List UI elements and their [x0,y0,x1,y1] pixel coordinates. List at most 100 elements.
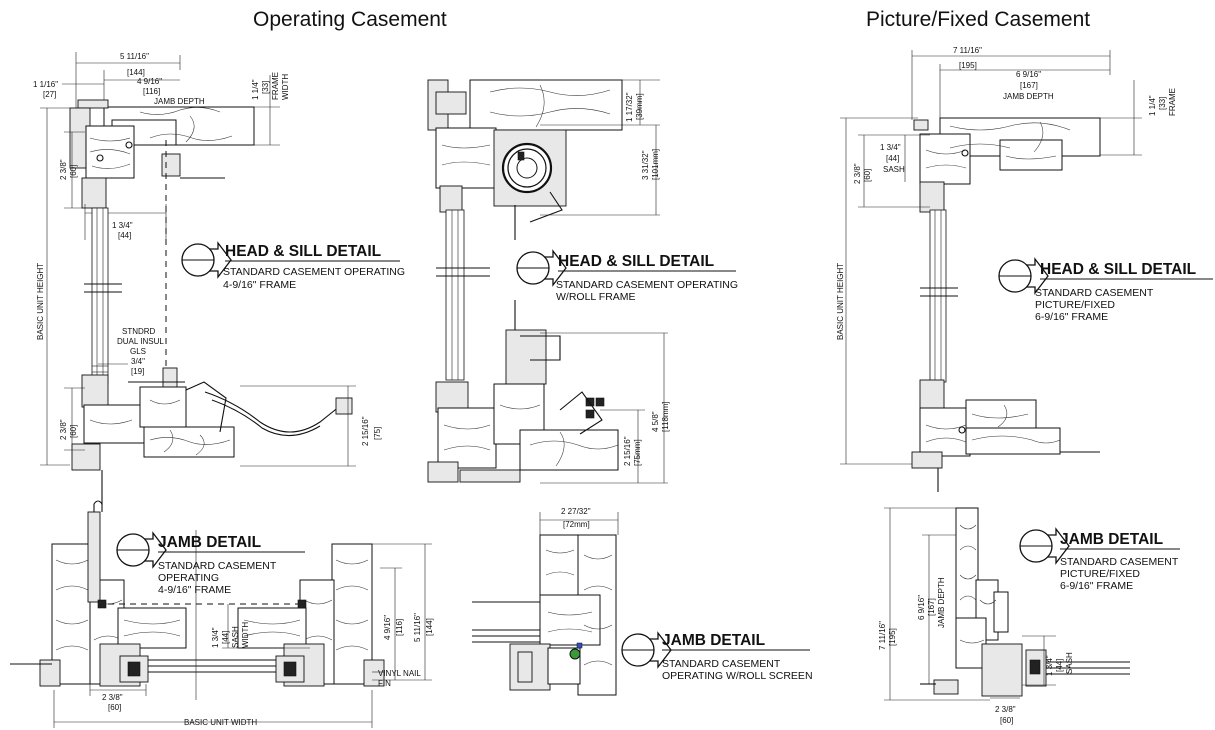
op-head-line1: STANDARD CASEMENT OPERATING [223,266,405,278]
fixed-jamb-bottom: 2 3/8" [995,705,1016,714]
fixed-jamb-sash-mm: [44] [1055,659,1064,672]
roll-dim-bottom: 2 15/16" [623,436,632,466]
roll-jamb-title: JAMB DETAIL [662,632,765,649]
dim-frame-width-mm: [33] [261,81,270,94]
fixed-jamb-depth-mm: [167] [927,598,936,616]
vinyl-nail-fin-label: VINYL NAIL [378,669,421,678]
roll-frame-head-sill-section [427,79,668,484]
roll-dim-right-mm: [118mm] [661,401,670,432]
roll-jamb-line2: OPERATING W/ROLL SCREEN [662,670,813,682]
roll-dim-mid: 3 31/32" [641,150,650,180]
dim-sill-right: 2 15/16" [361,416,370,446]
fixed-head-title: HEAD & SILL DETAIL [1040,261,1196,278]
fixed-dim-sash-label: SASH [883,165,905,174]
fixed-jamb-sash-label: SASH [1065,652,1074,674]
fixed-head-sill-dimensions: 7 11/16" [195] 6 9/16" [167] JAMB DEPTH … [836,46,1177,340]
fixed-dim-sash: 1 3/4" [880,143,901,152]
fixed-jamb-callout: JAMB DETAIL STANDARD CASEMENT PICTURE/FI… [1019,528,1180,592]
roll-jamb-dimensions: 2 27/32" [72mm] [561,507,591,529]
fixed-jamb-bottom-mm: [60] [1000,716,1013,725]
op-jamb-bottom-mm: [60] [108,703,121,712]
op-jamb-d2-mm: [144] [425,618,434,636]
op-jamb-bottom: 2 3/8" [102,693,123,702]
roll-dim-mid-mm: [101mm] [651,149,660,180]
dim-sash-mid: 1 3/4" [112,221,133,230]
fixed-dim-frame-label: FRAME [1168,88,1177,116]
fixed-dim-sash-mm: [44] [886,154,899,163]
dim-left-offset-mm: [27] [43,90,56,99]
screen-clip-icon [576,642,583,649]
basic-unit-height-label: BASIC UNIT HEIGHT [36,263,45,340]
op-head-line2: 4-9/16" FRAME [223,279,296,291]
dim-frame-width: 1 1/4" [251,79,260,100]
op-jamb-line3: 4-9/16" FRAME [158,584,231,596]
dim-left-offset: 1 1/16" [33,80,58,89]
roll-dim-top-mm: [39mm] [635,93,644,120]
fixed-head-sill-section [840,50,1142,492]
roll-jamb-callout: JAMB DETAIL STANDARD CASEMENT OPERATING … [621,632,813,682]
fixed-jamb-line2: PICTURE/FIXED [1060,568,1140,580]
dim-sash-top-mm: [60] [69,165,78,178]
operating-jamb-callout: JAMB DETAIL STANDARD CASEMENT OPERATING … [116,532,305,596]
fixed-jamb-depth: 6 9/16" [917,595,926,620]
fixed-head-line2: PICTURE/FIXED [1035,299,1115,311]
roll-jamb-line1: STANDARD CASEMENT [662,658,781,670]
roll-screen-drum-icon [501,142,553,194]
dim-sill-left: 2 3/8" [59,419,68,440]
dim-jamb-depth-mm: [116] [143,87,160,96]
glass-note-1: STNDRD [122,327,156,336]
fixed-head-line1: STANDARD CASEMENT [1035,287,1154,299]
dim-width-label: WIDTH [281,74,290,100]
dim-sill-right-mm: [75] [373,427,382,440]
roll-head-line2: W/ROLL FRAME [556,291,636,303]
roll-head-sill-callout: HEAD & SILL DETAIL STANDARD CASEMENT OPE… [516,250,738,303]
fixed-jamb-title: JAMB DETAIL [1060,531,1163,548]
operating-head-sill-dimensions: 5 11/16" [144] 4 9/16" [116] JAMB DEPTH … [33,52,382,446]
fixed-dim-left: 2 3/8" [853,163,862,184]
fixed-dim-frame-mm: [33] [1158,97,1167,110]
fixed-jamb-dimensions: 7 11/16" [195] 6 9/16" [167] JAMB DEPTH … [878,577,1074,725]
fixed-head-sill-callout: HEAD & SILL DETAIL STANDARD CASEMENT PIC… [998,258,1213,323]
roll-jamb-dim: 2 27/32" [561,507,591,516]
dim-sill-left-mm: [60] [69,425,78,438]
dim-frame-label: FRAME [271,72,280,100]
basic-unit-width-label: BASIC UNIT WIDTH [184,718,257,727]
fixed-jamb-depth-label: JAMB DEPTH [937,577,946,628]
dim-overall-depth: 5 11/16" [120,52,149,61]
op-jamb-d2: 5 11/16" [413,613,422,642]
op-jamb-d1: 4 9/16" [383,615,392,640]
fixed-jamb-overall-mm: [195] [888,628,897,646]
roll-frame-dimensions: 1 17/32" [39mm] 3 31/32" [101mm] 2 15/16… [623,92,670,466]
op-jamb-sash-mm: [44] [221,631,230,644]
fixed-head-line3: 6-9/16" FRAME [1035,311,1108,323]
screen-seal-icon [569,648,581,660]
fixed-dim-jamb-label: JAMB DEPTH [1003,92,1054,101]
fixed-casement-title: Picture/Fixed Casement [866,8,1090,31]
fixed-jamb-sash: 1 3/4" [1045,655,1054,676]
op-jamb-title: JAMB DETAIL [158,534,261,551]
fixed-dim-jamb-mm: [167] [1020,81,1038,90]
roll-screen-jamb-section [472,512,619,696]
dim-jamb-depth-label: JAMB DEPTH [154,97,205,106]
glass-note-4: 3/4" [131,357,145,366]
roll-head-line1: STANDARD CASEMENT OPERATING [556,279,738,291]
op-jamb-width-label: WIDTH [241,622,250,648]
dim-sash-top: 2 3/8" [59,159,68,180]
fixed-jamb-line3: 6-9/16" FRAME [1060,580,1133,592]
operating-casement-title: Operating Casement [253,8,447,31]
vinyl-nail-fin-label-2: FIN [378,679,391,688]
op-jamb-line1: STANDARD CASEMENT [158,560,277,572]
glass-note-3: GLS [130,347,146,356]
fixed-basic-unit-height-label: BASIC UNIT HEIGHT [836,263,845,340]
op-jamb-sash-label: SASH [231,626,240,648]
dim-sash-mid-mm: [44] [118,231,131,240]
fixed-jamb-line1: STANDARD CASEMENT [1060,556,1179,568]
operating-jamb-section [10,500,432,728]
op-jamb-line2: OPERATING [158,572,219,584]
fixed-jamb-section [884,507,1130,701]
roll-dim-bottom-mm: [75mm] [633,439,642,466]
glass-note-5: [19] [131,367,144,376]
operating-jamb-dimensions: 1 3/4" [44] SASH WIDTH 4 9/16" [116] 5 1… [102,613,434,727]
op-jamb-sash: 1 3/4" [211,627,220,648]
